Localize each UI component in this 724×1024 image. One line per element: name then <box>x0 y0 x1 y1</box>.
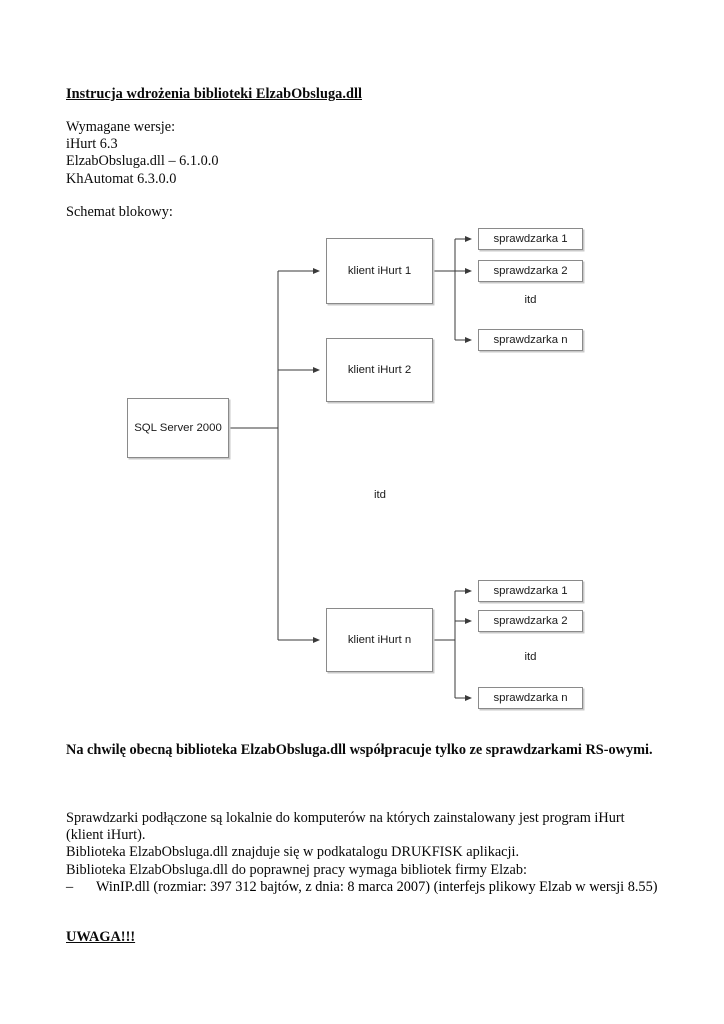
node-klient-ihurt-2: klient iHurt 2 <box>326 338 433 402</box>
node-bottom-sprawdzarka-n: sprawdzarka n <box>478 687 583 709</box>
bullet-dash-marker: – <box>66 879 74 895</box>
node-klient-ihurt-1: klient iHurt 1 <box>326 238 433 304</box>
label-itd-top: itd <box>524 294 537 306</box>
node-top-sprawdzarka-1: sprawdzarka 1 <box>478 228 583 250</box>
bullet-item-winip-dll: WinIP.dll (rozmiar: 397 312 bajtów, z dn… <box>96 879 658 895</box>
rs-compatibility-note: Na chwilę obecną biblioteka ElzabObsluga… <box>66 742 653 758</box>
block-diagram-heading: Schemat blokowy: <box>66 204 173 220</box>
node-top-sprawdzarka-n: sprawdzarka n <box>478 329 583 351</box>
node-top-sprawdzarka-2: sprawdzarka 2 <box>478 260 583 282</box>
node-sql-server: SQL Server 2000 <box>127 398 229 458</box>
node-klient-ihurt-n: klient iHurt n <box>326 608 433 672</box>
installation-paragraph: Sprawdzarki podłączone są lokalnie do ko… <box>66 810 625 878</box>
required-versions-block: Wymagane wersje: iHurt 6.3 ElzabObsluga.… <box>66 119 219 187</box>
label-itd-bottom: itd <box>524 651 537 663</box>
warning-heading: UWAGA!!! <box>66 929 136 945</box>
list-item: – WinIP.dll (rozmiar: 397 312 bajtów, z … <box>66 879 658 896</box>
node-bottom-sprawdzarka-1: sprawdzarka 1 <box>478 580 583 602</box>
node-bottom-sprawdzarka-2: sprawdzarka 2 <box>478 610 583 632</box>
page-title: Instrucja wdrożenia biblioteki ElzabObsl… <box>66 86 363 102</box>
label-itd-middle: itd <box>373 489 387 501</box>
